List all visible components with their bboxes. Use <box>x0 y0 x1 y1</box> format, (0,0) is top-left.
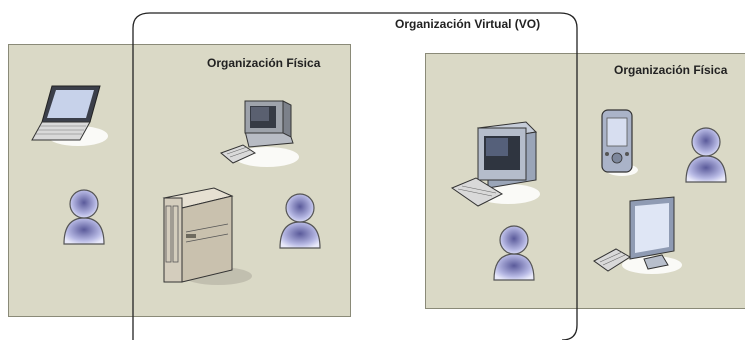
user-icon <box>685 127 727 183</box>
user-icon <box>279 193 321 249</box>
monitor-keyboard-icon <box>450 121 540 207</box>
physical-org-label-left: Organización Física <box>207 56 321 70</box>
laptop-icon <box>31 85 108 146</box>
server-rack-icon <box>162 187 252 285</box>
pda-icon <box>601 109 638 176</box>
user-icon <box>63 189 105 245</box>
flat-monitor-icon <box>593 196 682 274</box>
virtual-org-label: Organización Virtual (VO) <box>395 17 541 31</box>
user-icon <box>493 225 535 281</box>
desktop-computer-icon <box>220 100 299 167</box>
physical-org-label-right: Organización Física <box>614 63 728 77</box>
